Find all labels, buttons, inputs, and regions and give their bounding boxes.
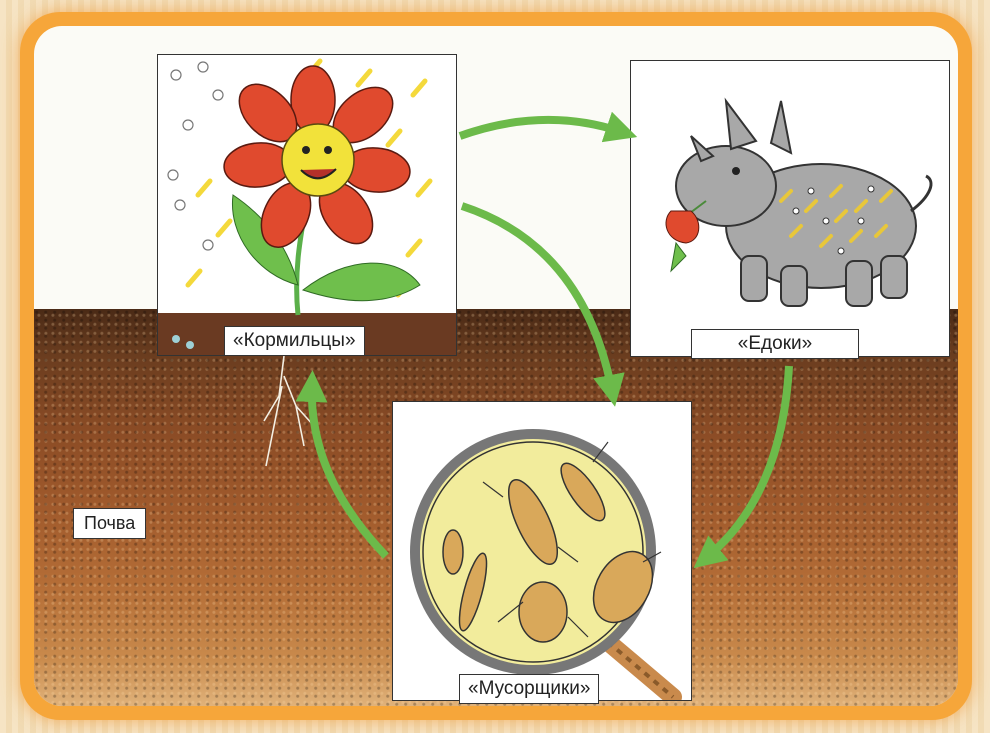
decomposers-label: «Мусорщики» — [459, 674, 599, 704]
cycle-arrows — [34, 26, 958, 706]
soil-label: Почва — [73, 508, 146, 539]
arrow-consumers-to-decomposers — [706, 366, 789, 558]
arrow-decomposers-to-producers — [312, 386, 386, 556]
diagram-canvas: «Кормильцы» «Едоки» «Мусорщики» Почва — [34, 26, 958, 706]
outer-frame: «Кормильцы» «Едоки» «Мусорщики» Почва — [20, 12, 972, 720]
arrow-producers-to-consumers — [460, 120, 622, 136]
producers-label: «Кормильцы» — [224, 326, 365, 356]
arrow-producers-to-decomposers — [462, 206, 612, 391]
consumers-label: «Едоки» — [691, 329, 859, 359]
